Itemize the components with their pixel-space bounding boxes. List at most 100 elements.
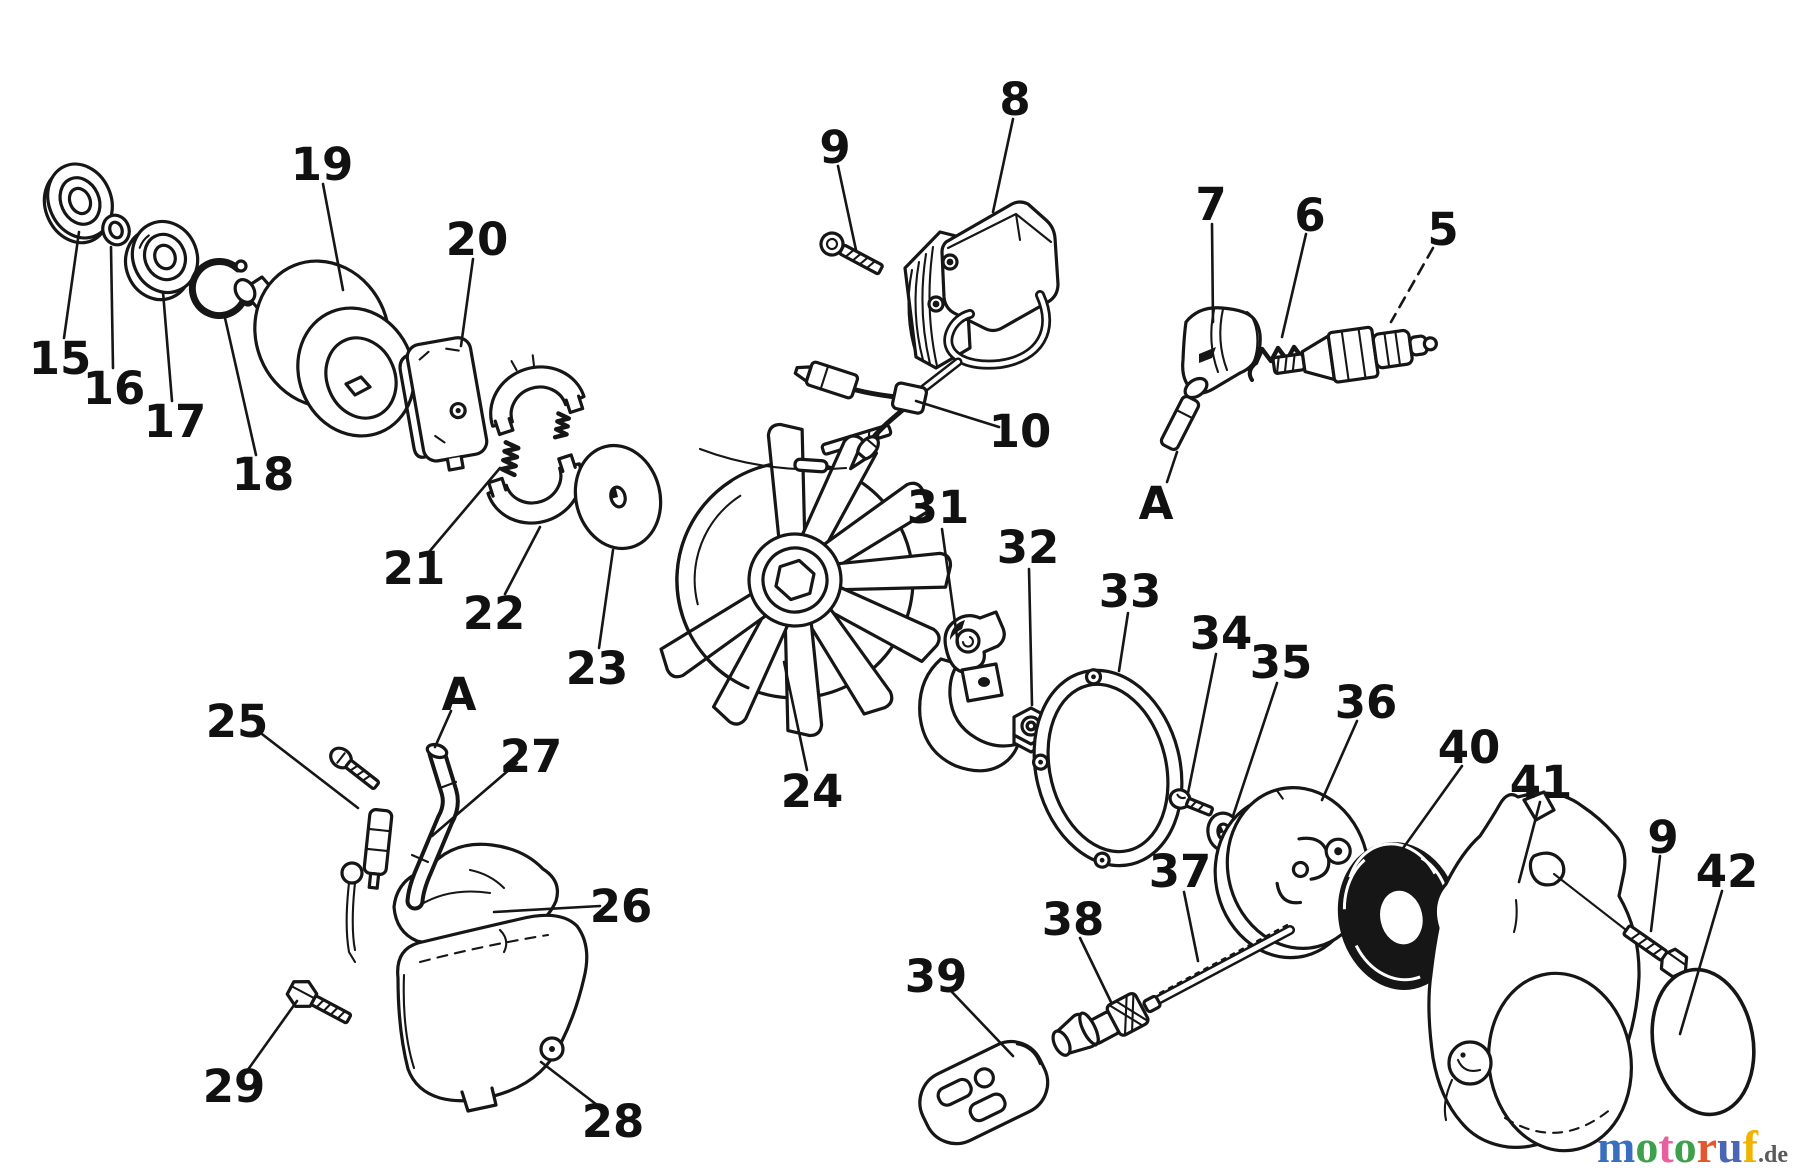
callout-leader-A-tube (433, 709, 453, 749)
watermark-logo[interactable]: motoruf.de (1597, 1124, 1788, 1170)
callout-leader-21 (427, 466, 502, 554)
callout-label-38: 38 (1042, 893, 1105, 946)
callout-label-15: 15 (29, 332, 92, 385)
watermark-letter: m (1597, 1121, 1636, 1172)
part-clutch-drum-19-drawing (233, 259, 416, 438)
callout-leader-35 (1231, 681, 1279, 818)
bolt-alignment-line (1552, 872, 1628, 932)
part-bearing-17-drawing (123, 219, 200, 302)
part-bolt-9-top-drawing (819, 231, 884, 276)
callout-label-35: 35 (1250, 636, 1313, 689)
callout-leader-6 (1280, 232, 1308, 339)
part-bolt-29-drawing (285, 980, 353, 1025)
callout-leader-36 (1320, 719, 1359, 802)
callout-leader-37 (1182, 890, 1200, 963)
callout-leader-32 (1027, 567, 1034, 707)
callout-label-24: 24 (781, 765, 844, 818)
callout-leader-20 (459, 257, 475, 348)
part-screw-25-drawing (329, 746, 381, 791)
callout-label-19: 19 (291, 138, 354, 191)
part-ring-plate-33-drawing (1031, 668, 1184, 869)
callout-label-27: 27 (500, 730, 563, 783)
callout-leader-41 (1517, 800, 1542, 884)
part-clutch-spring-21b-drawing (552, 411, 572, 440)
part-rewind-spring-40-drawing (1324, 837, 1461, 990)
watermark-letter: t (1658, 1121, 1674, 1172)
callout-leader-42 (1678, 889, 1724, 1036)
callout-leader-22 (503, 525, 542, 596)
callout-label-33: 33 (1099, 565, 1162, 618)
callout-label-9-top: 9 (819, 121, 850, 174)
watermark-letter: o (1635, 1121, 1659, 1172)
callout-leader-25 (256, 729, 360, 810)
callout-label-17: 17 (144, 395, 207, 448)
callout-label-20: 20 (446, 213, 509, 266)
callout-label-25: 25 (206, 695, 269, 748)
callout-label-21: 21 (383, 542, 446, 595)
callout-leader-7 (1210, 222, 1215, 324)
callout-label-41: 41 (1510, 756, 1573, 809)
callout-leader-18 (223, 316, 258, 457)
part-starter-grip-39-drawing (918, 1011, 1100, 1146)
part-housing-28-drawing (396, 913, 589, 1113)
part-eclip-16-drawing (101, 213, 131, 247)
callout-leader-29 (245, 999, 299, 1073)
callout-label-A-plug: A (1139, 477, 1174, 530)
part-clutch-shoe-22a-drawing (489, 354, 586, 437)
part-ignition-coil-8-drawing (903, 200, 1060, 370)
callout-leader-24 (782, 660, 809, 772)
callout-label-22: 22 (463, 587, 526, 640)
callout-leader-17 (161, 290, 174, 403)
callout-leader-28 (539, 1060, 603, 1110)
callout-label-A-tube: A (442, 668, 477, 721)
callout-label-32: 32 (997, 521, 1060, 574)
callout-label-29: 29 (203, 1060, 266, 1113)
callout-leader-A-plug (1165, 450, 1179, 484)
part-starter-pawl-31-drawing (918, 610, 1020, 773)
callout-label-42: 42 (1696, 845, 1759, 898)
part-flywheel-24-drawing (659, 422, 953, 738)
part-bolt-9-bottom-drawing (1622, 924, 1689, 979)
callout-label-10: 10 (989, 405, 1052, 458)
callout-label-18: 18 (232, 448, 295, 501)
callout-leader-15 (62, 230, 81, 340)
callout-label-34: 34 (1190, 607, 1253, 660)
callout-leader-16 (109, 245, 115, 370)
part-clutch-spring-21a-drawing (499, 440, 521, 478)
callout-leader-5 (1389, 246, 1435, 324)
callout-leader-27 (430, 761, 519, 838)
callout-label-40: 40 (1438, 721, 1501, 774)
callout-leader-26 (492, 904, 602, 914)
callout-leader-33 (1117, 611, 1130, 673)
part-starter-case-41-drawing (1427, 790, 1641, 1153)
callout-leader-10 (914, 399, 1001, 429)
part-screw-34-drawing (1168, 788, 1215, 817)
watermark-letter: u (1717, 1121, 1743, 1172)
callout-leader-9-top (836, 164, 858, 252)
callout-leader-31 (940, 527, 960, 646)
part-bushing-rod-drawing (340, 808, 394, 964)
callout-label-5: 5 (1427, 203, 1458, 256)
callout-leader-38 (1078, 936, 1113, 1004)
callout-leader-23 (597, 548, 615, 650)
callout-leader-8 (991, 117, 1015, 214)
callout-label-23: 23 (566, 642, 629, 695)
callout-label-7: 7 (1195, 178, 1226, 231)
watermark-letter: o (1673, 1121, 1697, 1172)
watermark-suffix: .de (1758, 1142, 1788, 1168)
part-spring-6-drawing (1247, 344, 1306, 382)
callout-label-39: 39 (905, 950, 968, 1003)
part-damper-plate-20-drawing (398, 336, 489, 472)
part-tube-27-drawing (405, 742, 460, 911)
callout-label-36: 36 (1335, 676, 1398, 729)
part-plug-cap-7-drawing (1159, 306, 1262, 452)
callout-leader-19 (321, 182, 345, 292)
part-ring-42-drawing (1650, 967, 1756, 1117)
callout-label-8: 8 (999, 73, 1030, 126)
callout-leader-39 (949, 989, 1015, 1058)
callout-label-37: 37 (1149, 845, 1212, 898)
callout-label-31: 31 (907, 481, 970, 534)
